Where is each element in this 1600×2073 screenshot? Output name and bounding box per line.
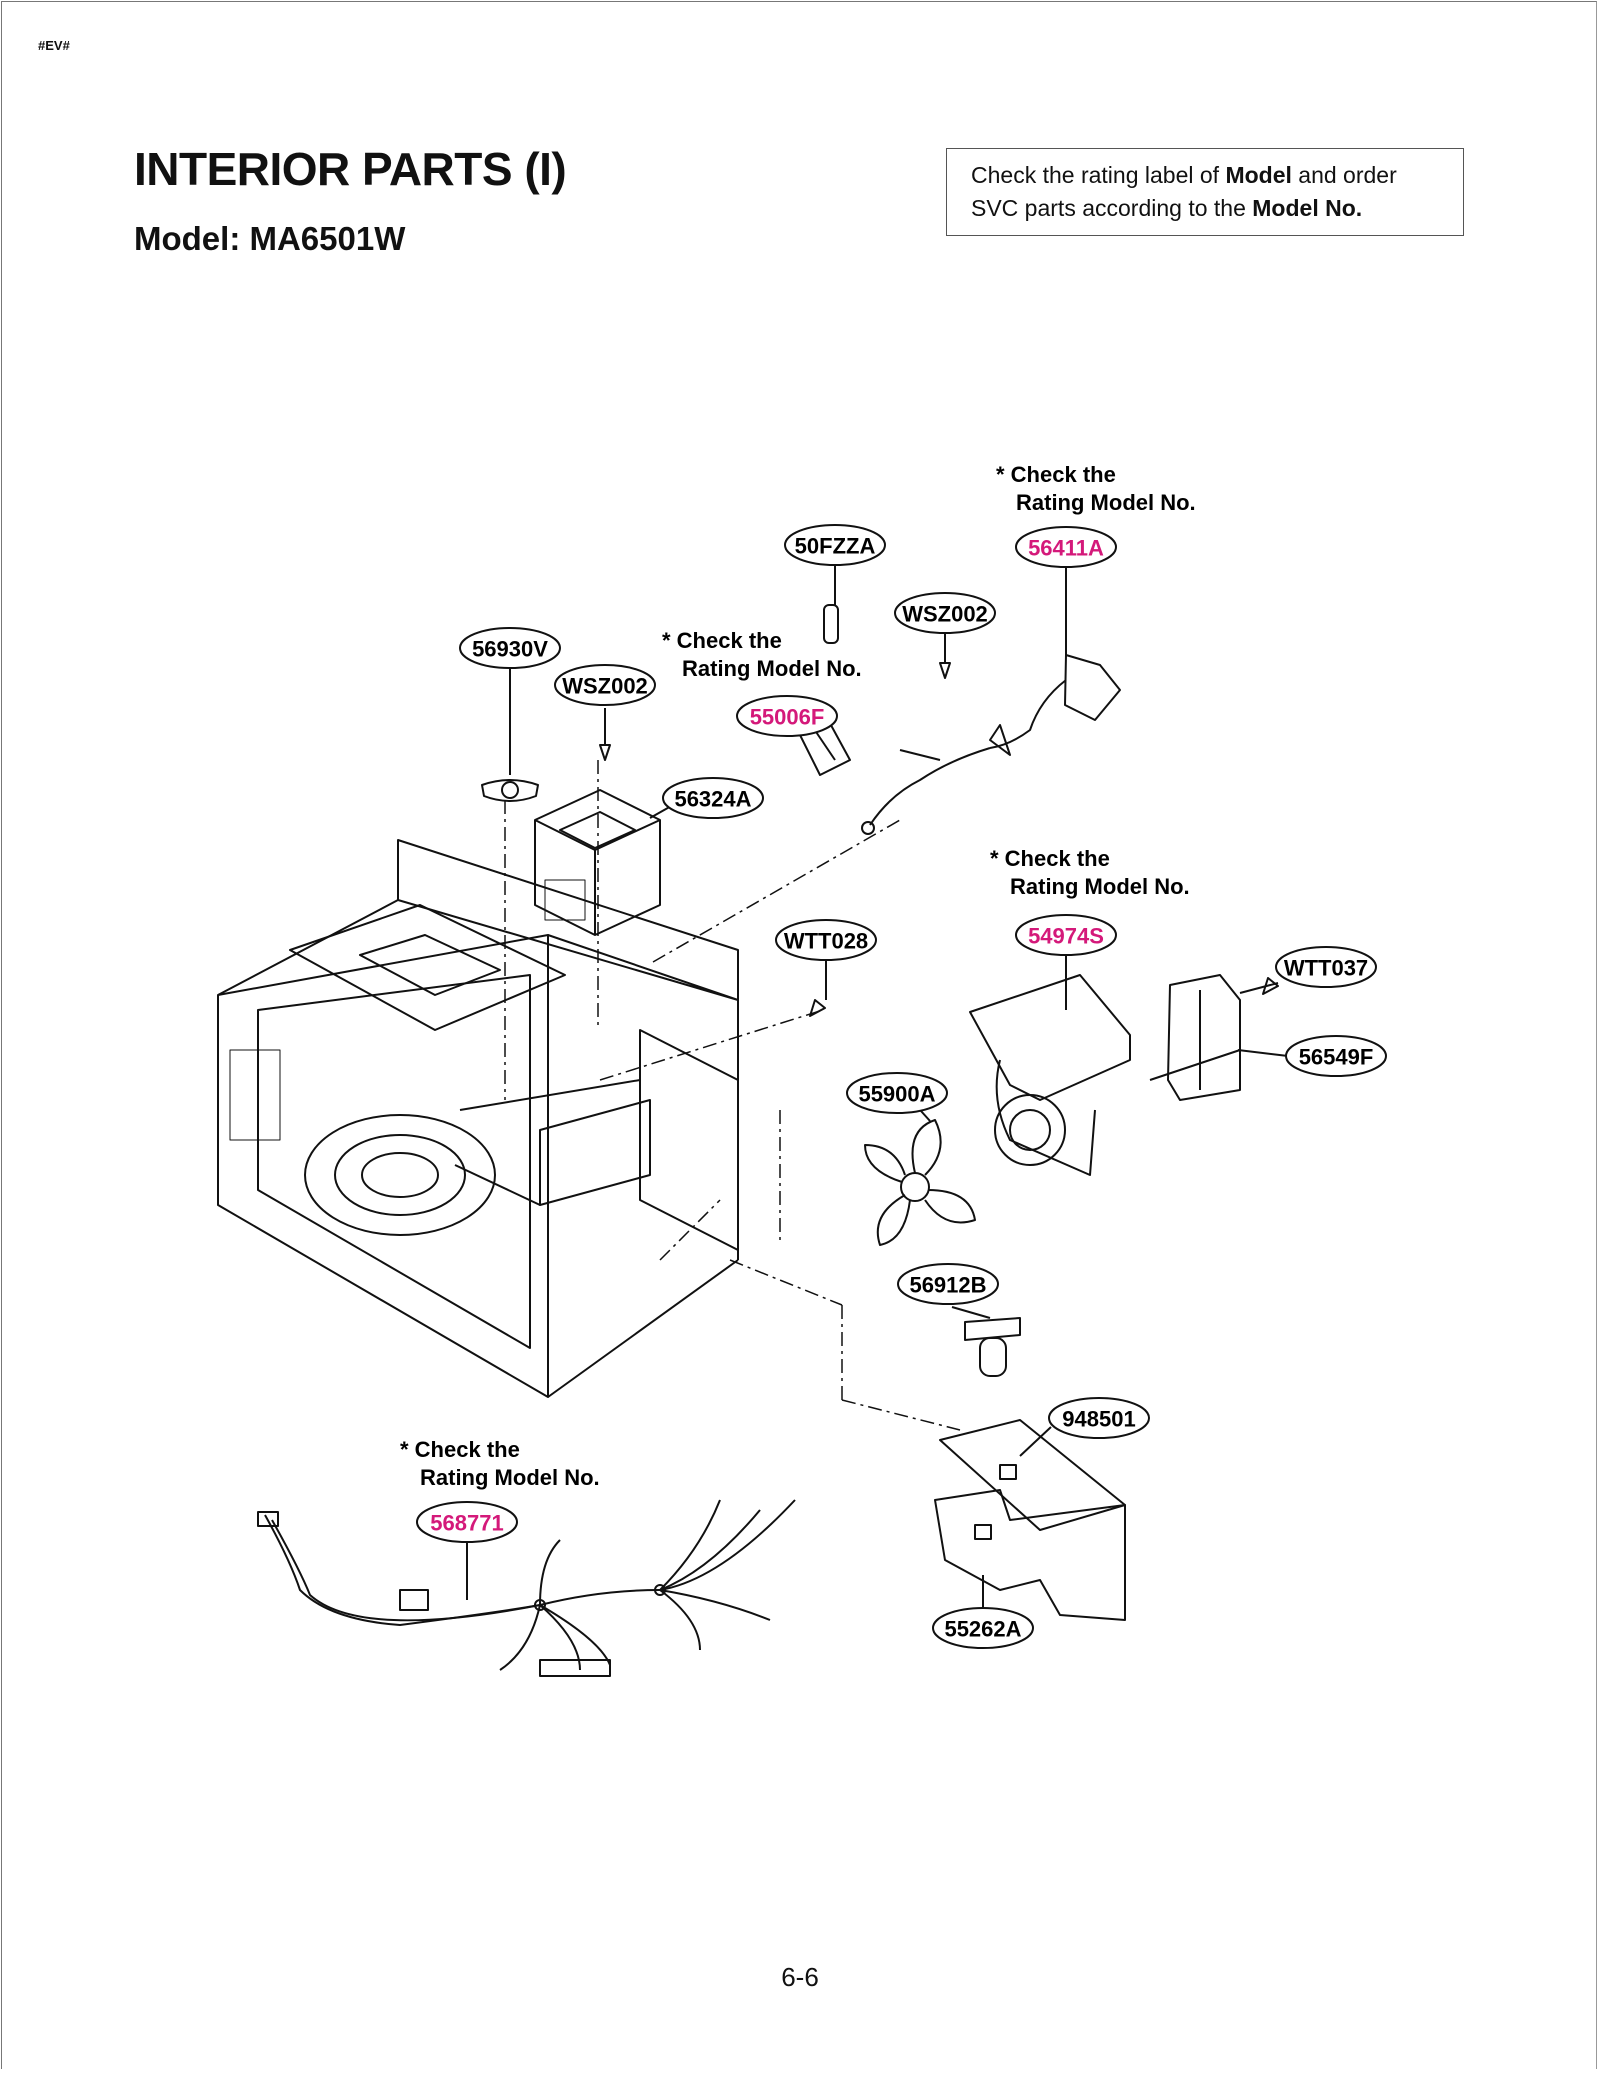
callout-ellipse <box>662 777 764 819</box>
part-callout-56411a: 56411A <box>1015 526 1117 568</box>
high-voltage-transformer <box>534 789 661 936</box>
callout-ellipse <box>1048 1397 1150 1439</box>
wire-harness <box>257 1499 796 1677</box>
part-code-label: WTT028 <box>784 929 868 954</box>
check-note-1: * Check the Rating Model No. <box>996 462 1196 515</box>
part-code-label: 55262A <box>944 1617 1021 1642</box>
callout-ellipse <box>1015 914 1117 956</box>
part-callout-55900a: 55900A <box>846 1072 948 1114</box>
note-3-line-1: * Check the <box>990 846 1110 871</box>
fan-bracket <box>969 974 1131 1176</box>
part-callout-56324a: 56324A <box>662 777 764 819</box>
part-code-label: 568771 <box>430 1511 503 1536</box>
part-callout-54974s: 54974S <box>1015 914 1117 956</box>
part-callout-56912b: 56912B <box>897 1263 999 1305</box>
part-callout-55006f: 55006F <box>736 695 838 737</box>
page-number: 6-6 <box>781 1962 819 1992</box>
callout-ellipse <box>894 592 996 634</box>
part-code-label: WTT037 <box>1284 956 1368 981</box>
callout-ellipse <box>1275 946 1377 988</box>
callout-ellipse <box>554 664 656 706</box>
notice-bold-model-no: Model No. <box>1252 195 1363 221</box>
part-callout-56549f: 56549F <box>1285 1035 1387 1077</box>
thermostat <box>481 779 539 802</box>
callout-ellipse <box>897 1263 999 1305</box>
part-callout-wsz002: WSZ002 <box>554 664 656 706</box>
part-labels: 50FZZA 56411A WSZ002 56930V WSZ002 55006F 5632… <box>416 524 1387 1649</box>
note-4-line-2: Rating Model No. <box>420 1465 600 1490</box>
callout-ellipse <box>459 627 561 669</box>
oven-cavity-frame <box>217 839 739 1398</box>
callout-ellipse <box>1285 1035 1387 1077</box>
part-code-label: 948501 <box>1062 1407 1135 1432</box>
part-callout-wtt028: WTT028 <box>775 919 877 961</box>
note-1-line-2: Rating Model No. <box>1016 490 1196 515</box>
part-code-label: 55900A <box>858 1082 935 1107</box>
part-code-label: 56411A <box>1028 536 1104 561</box>
part-code-label: WSZ002 <box>902 602 988 627</box>
fuse <box>823 604 839 644</box>
part-code-label: 50FZZA <box>795 534 876 559</box>
part-callout-55262a: 55262A <box>932 1607 1034 1649</box>
callout-ellipse <box>736 695 838 737</box>
note-4-line-1: * Check the <box>400 1437 520 1462</box>
notice-bold-model: Model <box>1225 162 1292 188</box>
notice-box: Check the rating label of Model and orde… <box>946 148 1464 236</box>
check-note-4: * Check the Rating Model No. <box>400 1437 600 1490</box>
part-code-label: WSZ002 <box>562 674 648 699</box>
callout-ellipse <box>775 919 877 961</box>
note-2-line-1: * Check the <box>662 628 782 653</box>
callout-ellipse <box>1015 526 1117 568</box>
document-tag: #EV# <box>38 38 70 53</box>
part-code-label: 56549F <box>1299 1045 1374 1070</box>
part-code-label: 54974S <box>1028 924 1104 949</box>
screws <box>599 662 1279 1017</box>
air-guide <box>934 1419 1126 1621</box>
callout-ellipse <box>416 1501 518 1543</box>
page-title: INTERIOR PARTS (I) <box>134 143 567 195</box>
part-code-label: 56930V <box>472 637 548 662</box>
notice-text-2: and order SVC parts according to the <box>971 162 1397 221</box>
alignment-lines <box>504 760 961 1431</box>
note-1-line-1: * Check the <box>996 462 1116 487</box>
callout-ellipse <box>846 1072 948 1114</box>
oven-lamp <box>964 1317 1021 1377</box>
callout-ellipse <box>784 524 886 566</box>
part-code-label: 56324A <box>674 787 751 812</box>
callout-ellipse <box>932 1607 1034 1649</box>
note-2-line-2: Rating Model No. <box>682 656 862 681</box>
part-callout-50fzza: 50FZZA <box>784 524 886 566</box>
part-callout-wsz002: WSZ002 <box>894 592 996 634</box>
part-callout-wtt037: WTT037 <box>1275 946 1377 988</box>
part-callout-56930v: 56930V <box>459 627 561 669</box>
model-subtitle: Model: MA6501W <box>134 220 406 257</box>
check-note-3: * Check the Rating Model No. <box>990 846 1190 899</box>
part-callout-948501: 948501 <box>1048 1397 1150 1439</box>
part-code-label: 55006F <box>750 705 825 730</box>
fan-blade <box>864 1119 976 1246</box>
notice-text-1: Check the rating label of <box>971 162 1226 188</box>
power-cord <box>861 654 1121 835</box>
fan-motor <box>1149 974 1241 1101</box>
note-3-line-2: Rating Model No. <box>1010 874 1190 899</box>
part-code-label: 56912B <box>909 1273 986 1298</box>
part-callout-568771: 568771 <box>416 1501 518 1543</box>
check-note-2: * Check the Rating Model No. <box>662 628 862 681</box>
